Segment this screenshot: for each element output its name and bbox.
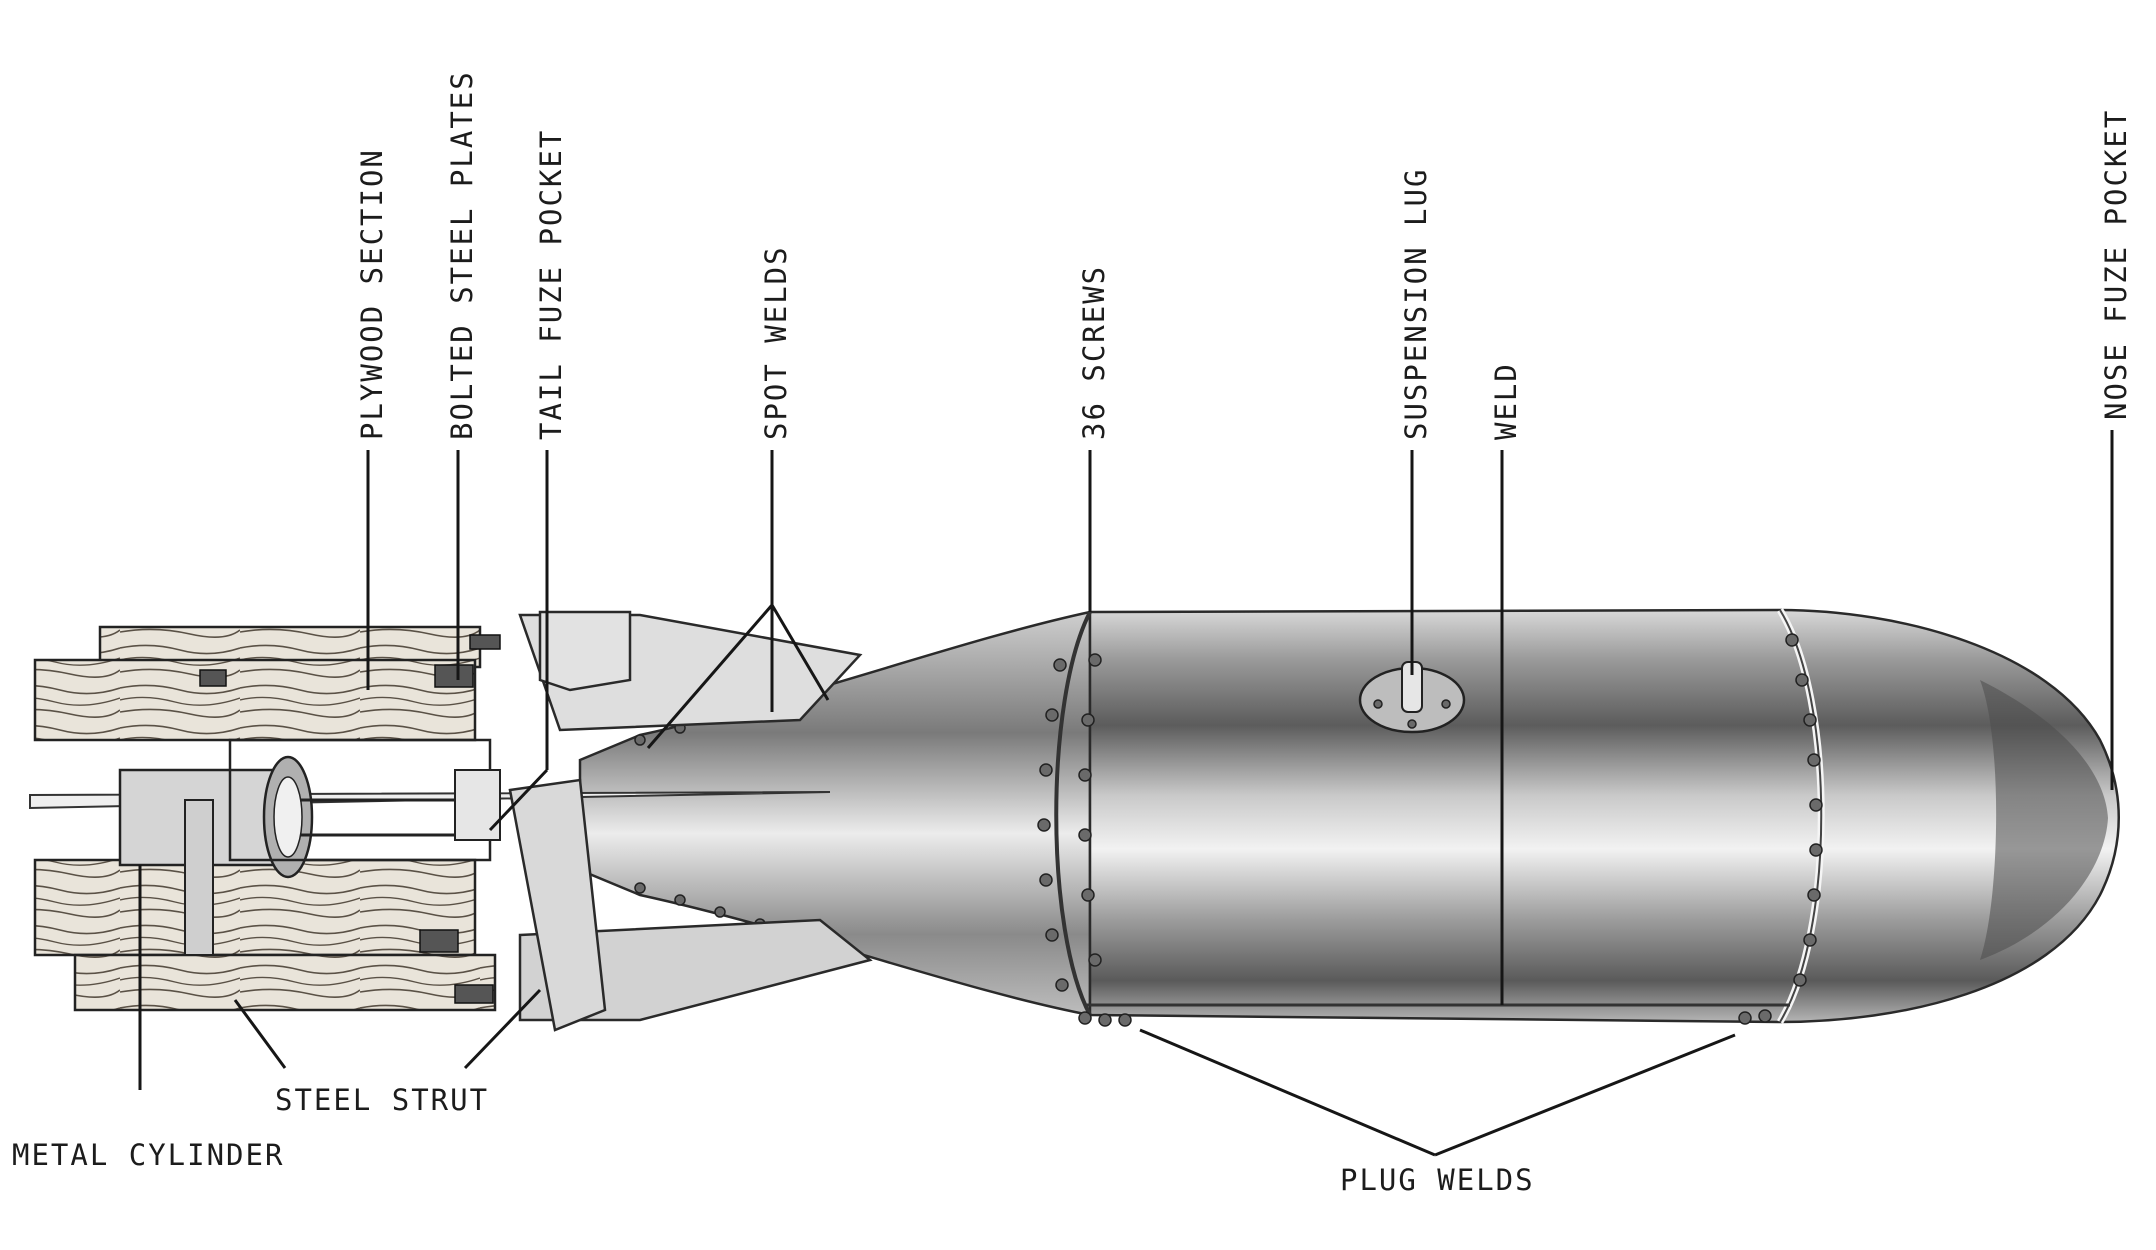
label-nose-fuze-pocket: NOSE FUZE POCKET bbox=[2099, 109, 2133, 420]
forward-rivet-row bbox=[1785, 633, 1823, 987]
tail-box-upper bbox=[538, 610, 632, 692]
label-tail-fuze-pocket: TAIL FUZE POCKET bbox=[534, 129, 568, 440]
bolted-steel-plate-2 bbox=[199, 669, 227, 687]
plug-weld-dots bbox=[1078, 1009, 1772, 1027]
label-suspension-lug: SUSPENSION LUG bbox=[1399, 168, 1433, 440]
label-steel-strut: STEEL STRUT bbox=[275, 1083, 489, 1117]
bolted-steel-plate-3 bbox=[419, 929, 459, 953]
nose-cap bbox=[1980, 680, 2108, 960]
plywood-section-upper bbox=[33, 658, 477, 742]
aft-seam-ring bbox=[1054, 611, 1092, 1016]
plywood-section-lower bbox=[33, 858, 477, 957]
label-bolted-steel-plates: BOLTED STEEL PLATES bbox=[445, 70, 479, 440]
label-36-screws: 36 SCREWS bbox=[1077, 265, 1111, 440]
bomb-body bbox=[578, 608, 2120, 1027]
label-weld: WELD bbox=[1489, 362, 1523, 440]
label-spot-welds: SPOT WELDS bbox=[759, 245, 793, 440]
tail-box-lower bbox=[508, 778, 607, 1032]
label-plywood-section: PLYWOOD SECTION bbox=[355, 148, 389, 440]
labels: PLYWOOD SECTION BOLTED STEEL PLATES TAIL… bbox=[12, 70, 2133, 1197]
main-body bbox=[1088, 608, 2120, 1024]
tail-fuze-pocket bbox=[454, 769, 501, 841]
plywood-section-bottom bbox=[73, 953, 497, 1012]
screws-row bbox=[1037, 653, 1102, 992]
leader-lines bbox=[138, 430, 2114, 1157]
lower-fin bbox=[518, 918, 873, 1022]
bolted-steel-plate-1 bbox=[434, 664, 474, 688]
label-metal-cylinder: METAL CYLINDER bbox=[12, 1138, 284, 1172]
bolted-steel-plate-4 bbox=[454, 984, 494, 1004]
tail-assembly bbox=[29, 610, 873, 1032]
steel-strut bbox=[184, 799, 214, 956]
label-plug-welds: PLUG WELDS bbox=[1340, 1163, 1535, 1197]
